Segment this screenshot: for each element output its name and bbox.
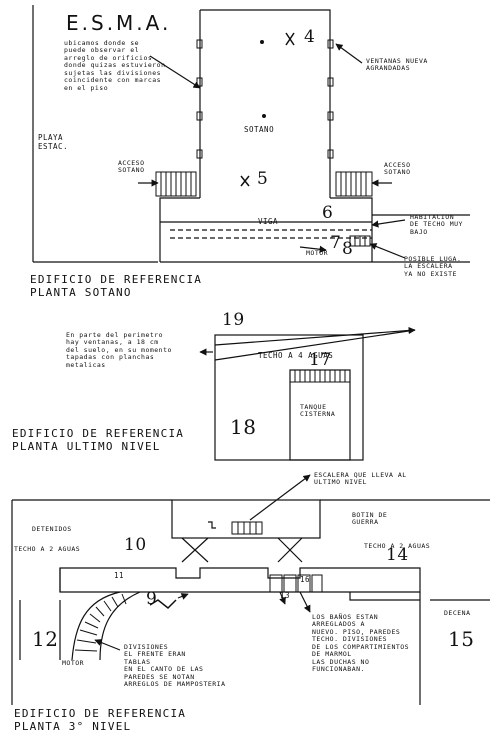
basement-stairs-right — [335, 171, 373, 197]
room-number-8: 8 — [342, 239, 354, 259]
note-arrow — [149, 55, 201, 89]
room-number-6: 6 — [322, 203, 334, 223]
tank-hatch — [290, 370, 350, 383]
right-rooms — [419, 592, 490, 705]
tanque-label: TANQUE CISTERNA — [300, 403, 336, 419]
room-number-13: 13 — [280, 591, 291, 600]
basement-side-walls — [159, 197, 373, 262]
top-level-building — [214, 334, 364, 461]
basement-window-marks — [196, 39, 334, 159]
botin-label: BOTIN DE GUERRA — [352, 511, 388, 527]
acceso-left-label: ACCESO SOTANO — [118, 159, 145, 175]
room-number-5: 5 — [257, 169, 269, 189]
third-floor-caption: EDIFICIO DE REFERENCIA PLANTA 3° NIVEL — [14, 707, 187, 733]
basement-small-stairs — [349, 235, 371, 247]
room-number-11: 11 — [114, 571, 125, 580]
techo-4-aguas-label: TECHO A 4 AGUAS — [258, 351, 334, 360]
room-number-17: 17 — [309, 350, 332, 370]
basement-motor-label: MOTOR — [306, 249, 329, 257]
curved-stair — [71, 591, 121, 661]
room-number-4: 4 — [304, 27, 316, 47]
top-level-caption: EDIFICIO DE REFERENCIA PLANTA ULTIMO NIV… — [12, 427, 185, 453]
room-number-9: 9 — [146, 589, 158, 609]
sotano-label: SOTANO — [244, 125, 275, 134]
techo-right-label: TECHO A 2 AGUAS — [364, 542, 431, 550]
escalera-label: ESCALERA QUE LLEVA AL ULTIMO NIVEL — [314, 471, 407, 487]
basement-building-outline — [199, 9, 331, 198]
acceso-right-label: ACCESO SOTANO — [384, 161, 411, 177]
top-level-note: En parte del perimetro hay ventanas, a 1… — [66, 331, 172, 369]
posible-label: POSIBLE LUGA. LA ESCALERA YA NO EXISTE — [404, 255, 462, 278]
bathroom-cells — [269, 574, 323, 593]
techo-left-label: TECHO A 2 AGUAS — [14, 545, 81, 553]
playa-label: PLAYA ESTAC. — [38, 133, 69, 151]
viga-label: VIGA — [258, 217, 279, 226]
room-number-12: 12 — [32, 627, 59, 651]
roof-joint-right — [277, 537, 303, 563]
habitacion-label: HABITACION DE TECHO MUY BAJO — [410, 213, 463, 236]
basement-stairs-left — [155, 171, 197, 197]
room-number-18: 18 — [230, 415, 257, 439]
roof-joint-left — [181, 537, 209, 563]
third-motor-label: MOTOR — [62, 659, 85, 667]
stair-tower-hatch — [231, 521, 263, 535]
basement-caption: EDIFICIO DE REFERENCIA PLANTA SOTANO — [30, 273, 203, 299]
stair-tower — [171, 499, 321, 539]
room-number-7: 7 — [330, 233, 342, 253]
basement-note: ubicamos donde se puede observar el arre… — [64, 39, 166, 92]
divisiones-note: DIVISIONES EL FRENTE ERAN TABLAS EN EL C… — [124, 643, 226, 689]
detenidos-label: DETENIDOS — [32, 525, 72, 533]
room-number-16: 16 — [300, 575, 311, 584]
room-number-14: 14 — [386, 545, 409, 565]
room-number-10: 10 — [124, 535, 147, 555]
decena-label: DECENA — [444, 609, 471, 617]
room-number-15: 15 — [448, 627, 475, 651]
banos-note: LOS BAÑOS ESTAN ARREGLADOS A NUEVO. PISO… — [312, 613, 410, 674]
room-number-19: 19 — [222, 310, 245, 330]
document-title: E.S.M.A. — [66, 11, 172, 35]
ventanas-label: VENTANAS NUEVA AGRANDADAS — [366, 57, 428, 73]
